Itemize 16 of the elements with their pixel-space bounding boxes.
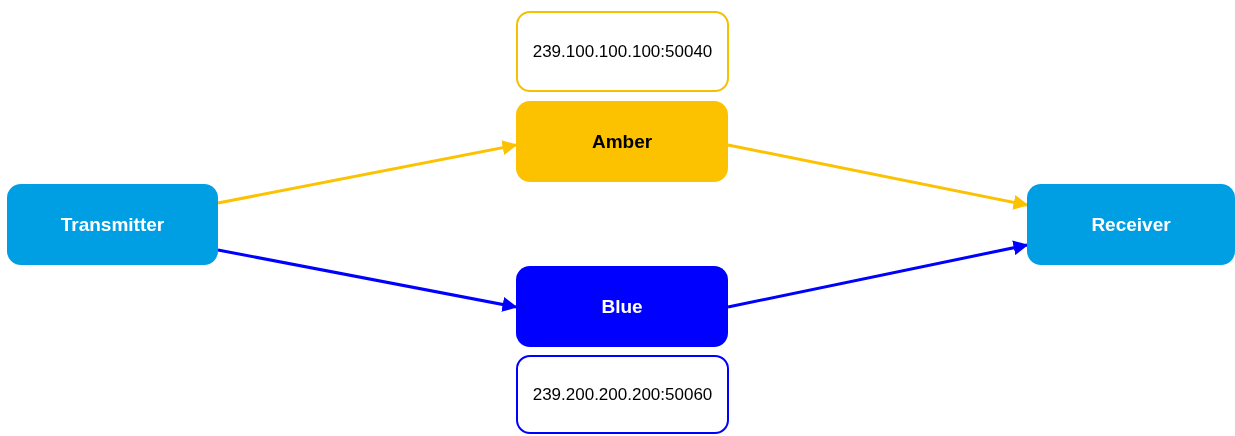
node-label: 239.100.100.100:50040 bbox=[532, 41, 713, 62]
process-box bbox=[516, 101, 728, 182]
address-box bbox=[516, 11, 729, 92]
node-label: Amber bbox=[591, 130, 653, 153]
arrow bbox=[217, 248, 518, 312]
arrow bbox=[217, 140, 518, 205]
arrow bbox=[727, 143, 1029, 210]
node-label: Receiver bbox=[1091, 213, 1171, 236]
arrow bbox=[727, 240, 1029, 309]
process-box bbox=[7, 184, 218, 265]
address-box bbox=[516, 355, 729, 434]
process-box bbox=[1027, 184, 1235, 265]
process-box bbox=[516, 266, 728, 347]
node-label: Blue bbox=[601, 295, 643, 318]
node-label: Transmitter bbox=[60, 213, 165, 236]
node-label: 239.200.200.200:50060 bbox=[532, 384, 713, 405]
